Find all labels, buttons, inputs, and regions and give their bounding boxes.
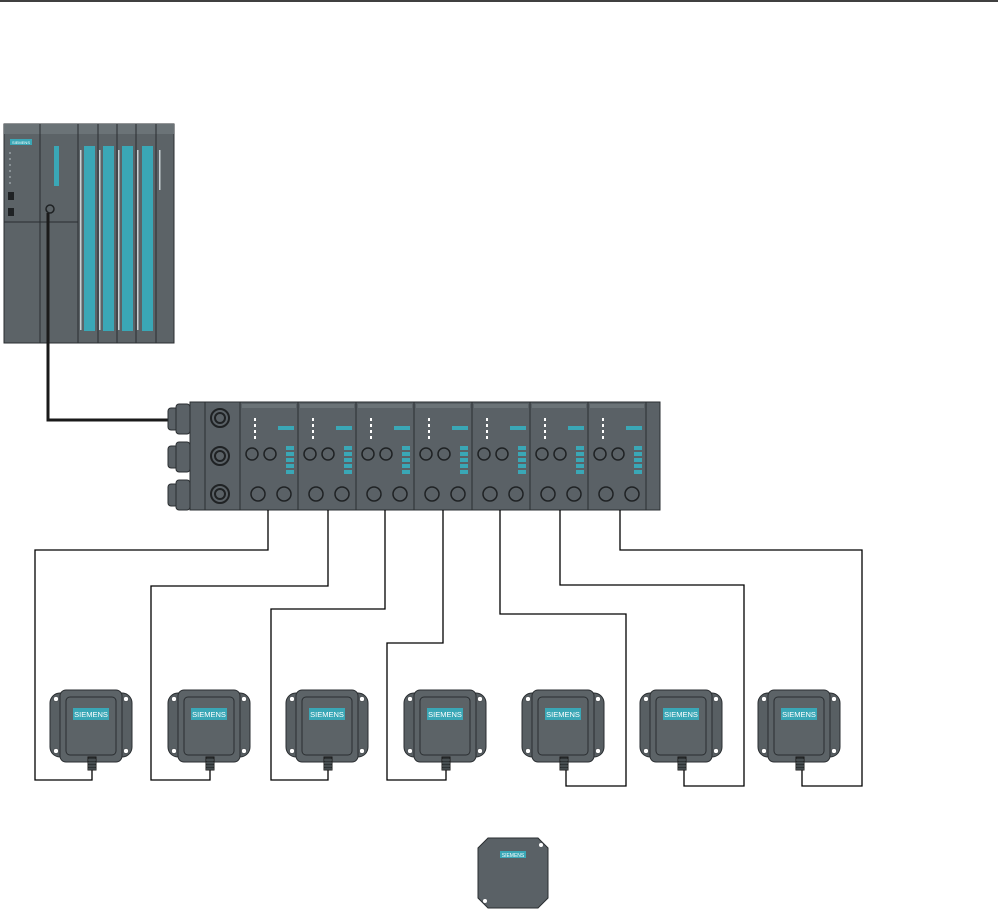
rfid-reader-3: SIEMENS [286,690,368,770]
reader-brand-label: SIEMENS [664,710,698,719]
reader-brand-label: SIEMENS [192,710,226,719]
reader-brand-label: SIEMENS [74,710,108,719]
cable-glands [168,404,190,510]
reader-brand-label: SIEMENS [546,710,580,719]
transponder: SIEMENS [478,838,548,908]
reader-brand-label: SIEMENS [782,710,816,719]
channel-module-4 [414,402,472,510]
channel-module-1 [240,402,298,510]
plc-brand-label: SIEMENS [12,140,30,145]
channel-module-6 [530,402,588,510]
reader-brand-label: SIEMENS [310,710,344,719]
rfid-reader-1: SIEMENS [50,690,132,770]
communication-module [168,402,660,510]
rfid-reader-6: SIEMENS [640,690,722,770]
channel-module-7 [588,402,646,510]
channel-module-5 [472,402,530,510]
rfid-reader-5: SIEMENS [522,690,604,770]
rfid-reader-7: SIEMENS [758,690,840,770]
rfid-reader-2: SIEMENS [168,690,250,770]
reader-brand-label: SIEMENS [428,710,462,719]
reader-row: SIEMENS SIEMENS SIEMENS SIEMENS SIEMENS SIEME… [50,690,840,770]
channel-module-3 [356,402,414,510]
channel-module-2 [298,402,356,510]
rfid-reader-4: SIEMENS [404,690,486,770]
transponder-brand-label: SIEMENS [502,853,525,859]
plc-controller: SIEMENS [4,124,174,343]
